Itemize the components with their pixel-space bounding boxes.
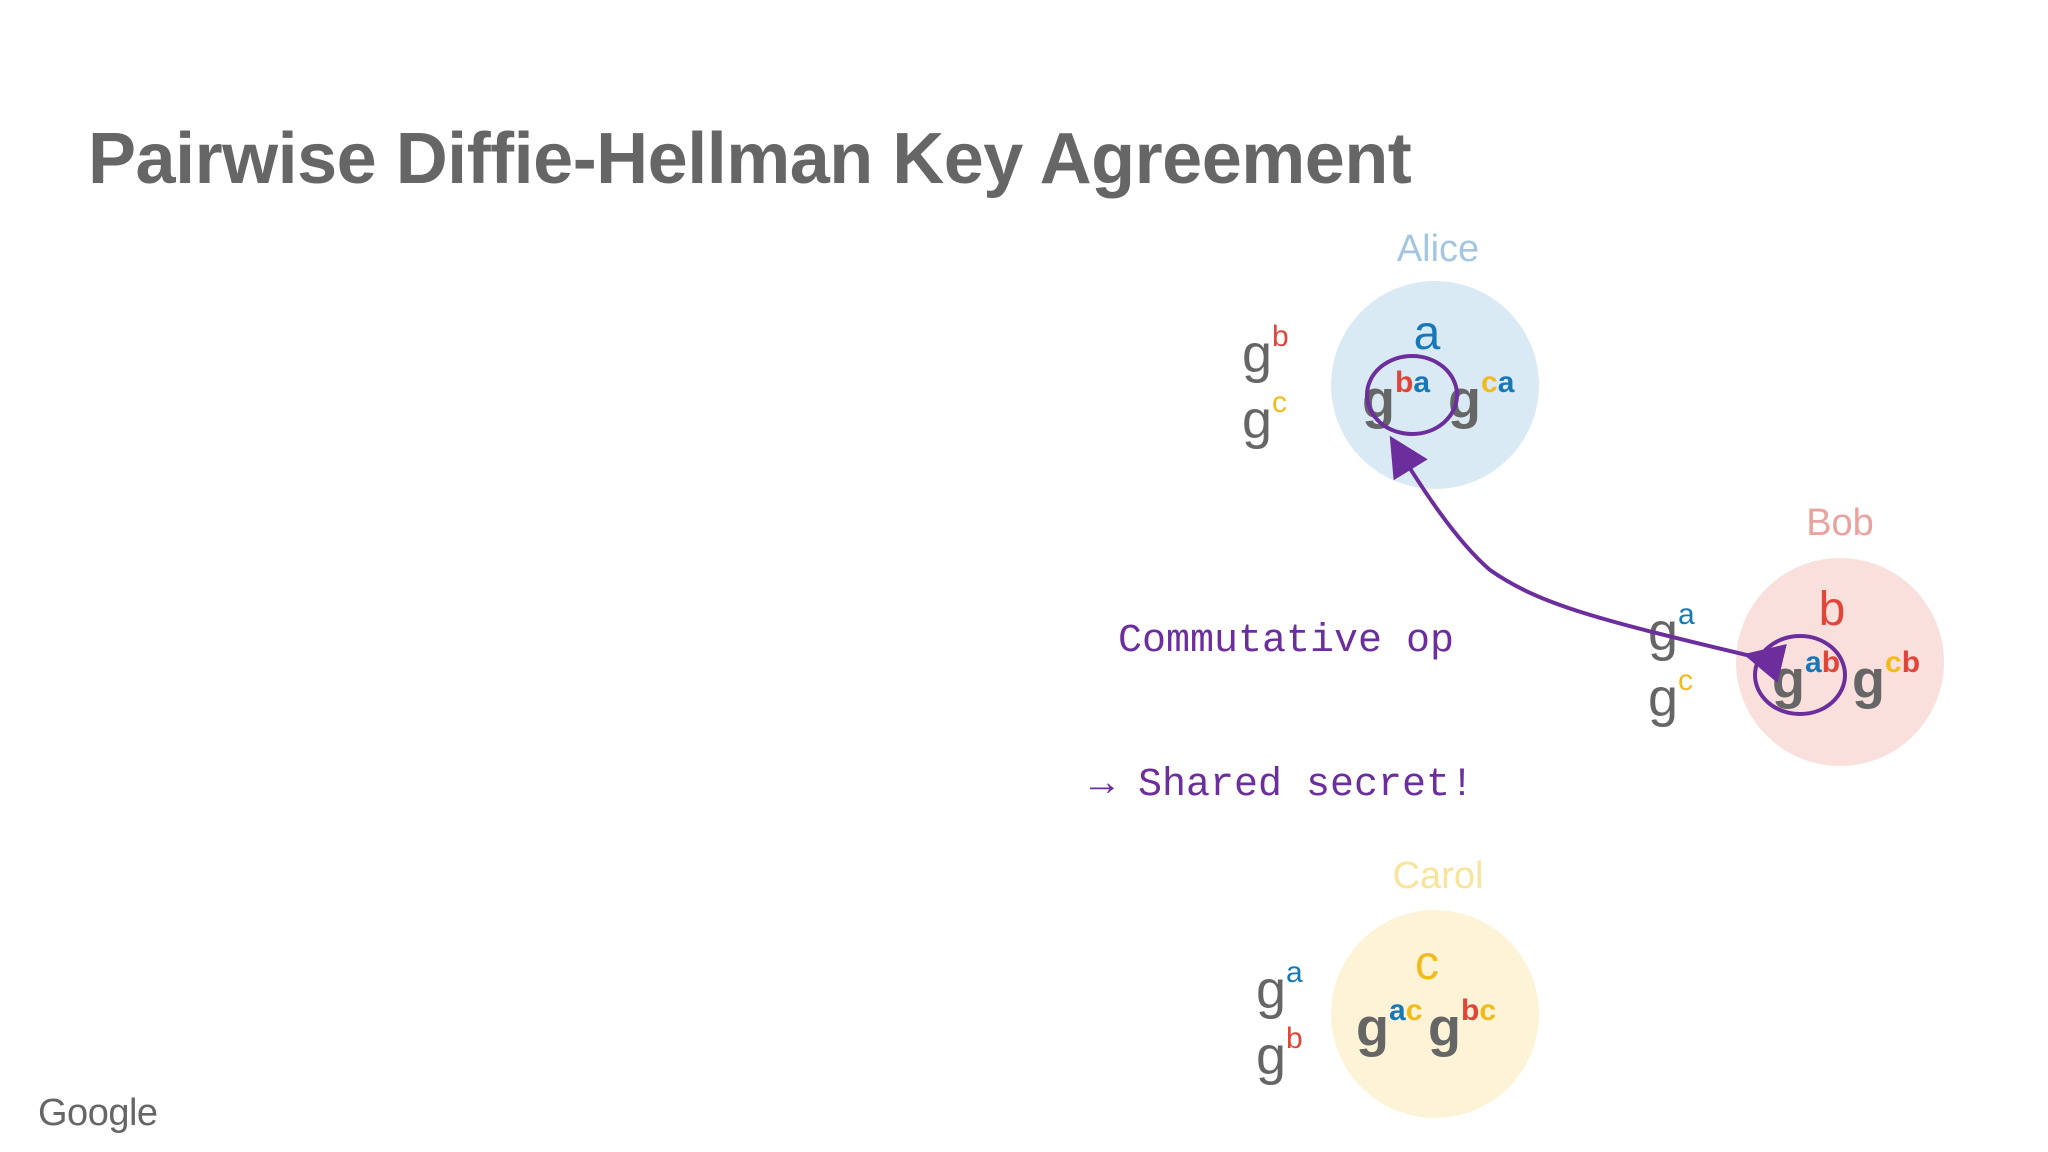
- carol-private-key: c: [1415, 937, 1439, 990]
- bob-secret-cb-base: g: [1852, 650, 1885, 710]
- bob-private-key: b: [1818, 583, 1846, 636]
- commutative-annotation: Commutative op → Shared secret!: [1090, 522, 1474, 858]
- alice-private-key: a: [1413, 307, 1441, 360]
- carol-received-ga-base: g: [1256, 960, 1287, 1020]
- alice-secret-ba-exp2: a: [1413, 366, 1431, 399]
- alice-secret-ca: gca: [1448, 366, 1515, 428]
- carol-received-ga-exp: a: [1286, 956, 1303, 989]
- alice-received-gb-exp: b: [1272, 320, 1289, 353]
- carol-received-gb: gb: [1256, 1022, 1303, 1086]
- carol-secret-ac-exp2: c: [1405, 994, 1423, 1027]
- bob-secret-cb-exp2: b: [1901, 646, 1921, 679]
- alice-received-gb: gb: [1242, 320, 1289, 384]
- bob-secret-cb-exp1: c: [1885, 646, 1902, 679]
- carol-secret-bc: gbc: [1428, 994, 1497, 1058]
- alice-secret-ca-exp2: a: [1497, 366, 1515, 399]
- slide-title: Pairwise Diffie-Hellman Key Agreement: [88, 119, 1412, 199]
- alice-received-gb-base: g: [1242, 324, 1273, 384]
- shared-secret-arrow: [1389, 435, 1787, 683]
- annotation-line-2: → Shared secret!: [1090, 763, 1475, 808]
- annotation-line-1: Commutative op: [1118, 619, 1455, 664]
- google-logo: Google: [38, 1092, 158, 1134]
- carol-name: Carol: [1392, 855, 1484, 897]
- alice-received-gc-exp: c: [1272, 386, 1288, 419]
- bob-secret-cb: gcb: [1852, 646, 1921, 710]
- carol-secret-ac: gac: [1356, 994, 1423, 1058]
- alice-received-gc: gc: [1242, 386, 1288, 450]
- carol-secret-bc-exp2: c: [1479, 994, 1497, 1027]
- carol-secret-ac-exp1: a: [1389, 994, 1406, 1027]
- carol-circle: [1331, 910, 1539, 1118]
- alice-secret-ba-exp1: b: [1395, 366, 1414, 399]
- alice-received-gc-base: g: [1242, 390, 1273, 450]
- alice-secret-ca-exp1: c: [1481, 366, 1498, 399]
- carol-received-ga: ga: [1256, 956, 1303, 1020]
- carol-received-gb-exp: b: [1286, 1022, 1303, 1055]
- carol-received-gb-base: g: [1256, 1026, 1287, 1086]
- carol-secret-bc-base: g: [1428, 998, 1461, 1058]
- carol-secret-bc-exp1: b: [1461, 994, 1480, 1027]
- alice-name: Alice: [1396, 228, 1480, 270]
- bob-shared-highlight: [1753, 634, 1847, 716]
- carol-secret-ac-base: g: [1356, 998, 1389, 1058]
- bob-secret-ab-exp2: b: [1821, 646, 1841, 679]
- alice-shared-highlight: [1365, 354, 1459, 436]
- bob-name: Bob: [1806, 502, 1874, 544]
- bob-secret-ab-exp1: a: [1805, 646, 1822, 679]
